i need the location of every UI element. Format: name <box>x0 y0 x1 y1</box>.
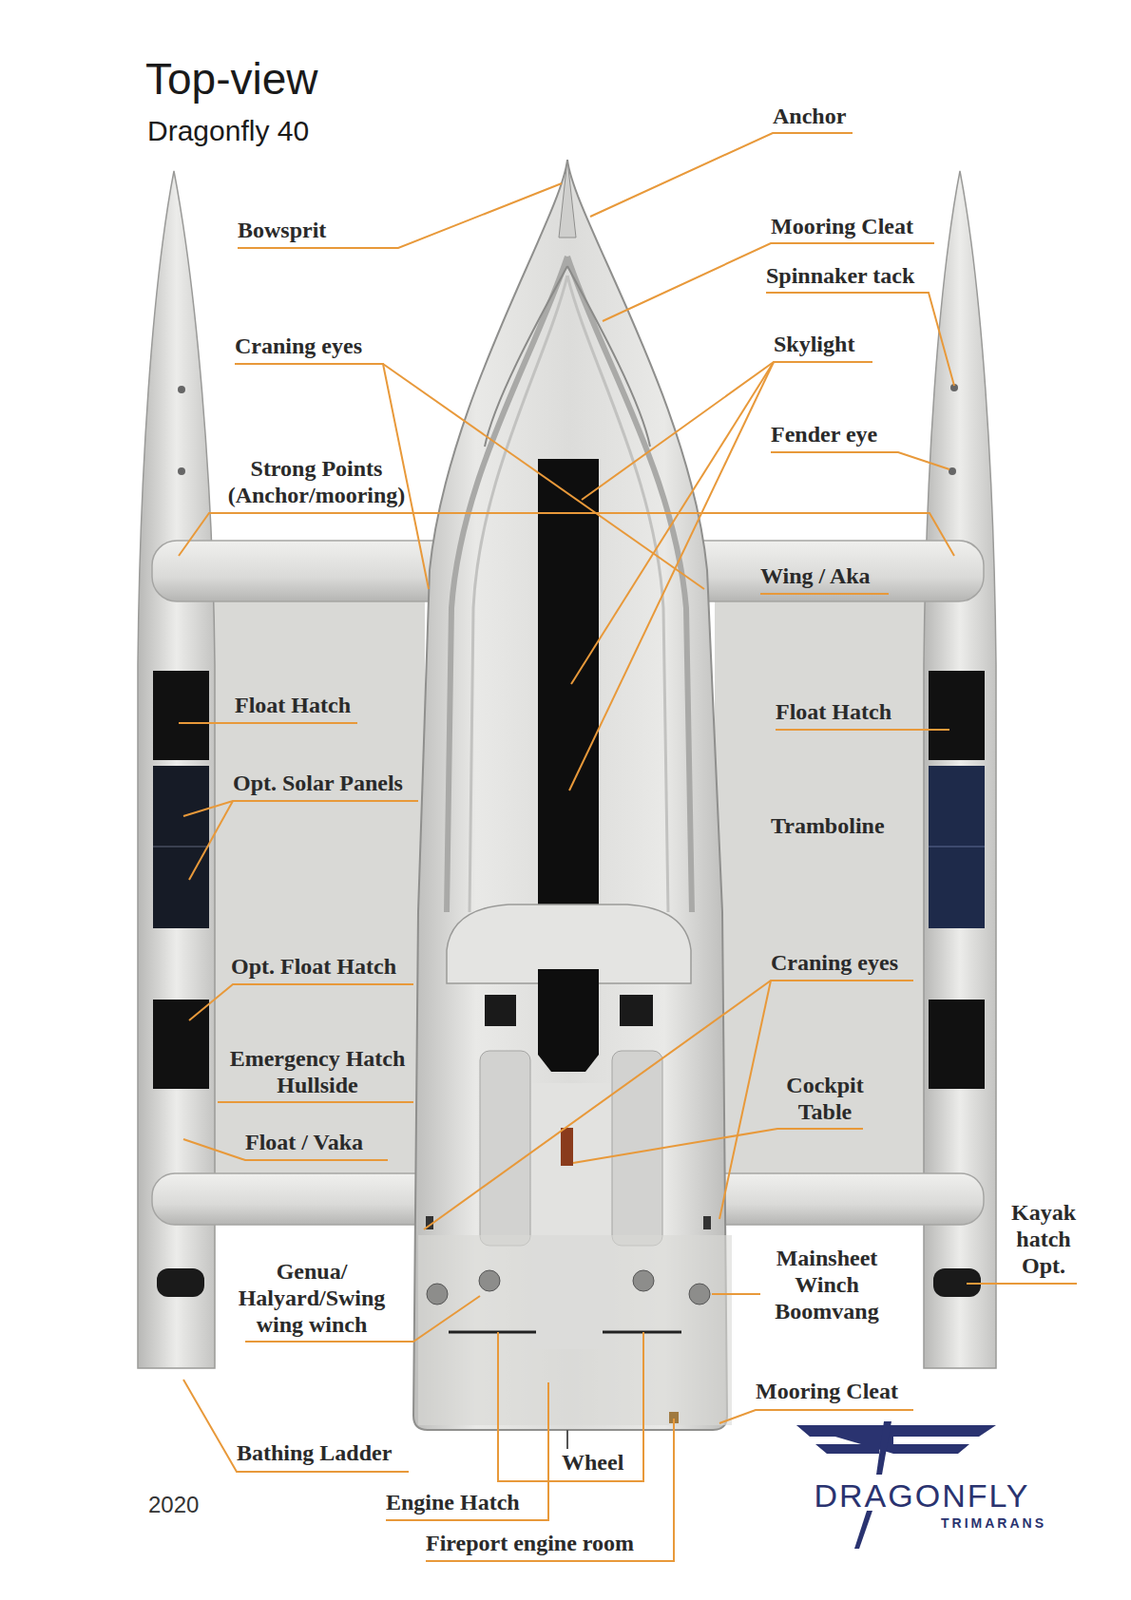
part-label: Tramboline <box>770 812 885 840</box>
part-label: Float Hatch <box>775 698 892 726</box>
part-label: Mainsheet Winch Boomvang <box>765 1245 889 1325</box>
part-label: Wing / Aka <box>760 562 871 590</box>
part-label: Cockpit Table <box>777 1072 873 1126</box>
part-label: Craning eyes <box>234 332 363 360</box>
part-label: Fireport engine room <box>425 1530 634 1557</box>
part-label: Genua/ Halyard/Swing wing winch <box>226 1258 398 1339</box>
title: Top-view <box>145 53 319 105</box>
part-label: Mooring Cleat <box>770 212 914 240</box>
part-label: Float / Vaka <box>245 1129 364 1156</box>
part-label: Float Hatch <box>234 691 351 719</box>
part-label: Craning eyes <box>770 949 899 977</box>
part-label: Skylight <box>773 330 855 358</box>
part-label: Bowsprit <box>237 216 326 244</box>
part-label: Wheel <box>561 1449 624 1477</box>
part-label: Mooring Cleat <box>755 1378 899 1405</box>
part-label: Spinnaker tack <box>766 262 915 289</box>
brand-subtitle: TRIMARANS <box>940 1514 1047 1533</box>
part-label: Bathing Ladder <box>236 1439 392 1467</box>
part-label: Opt. Float Hatch <box>230 953 397 980</box>
part-label: Anchor <box>772 102 846 130</box>
part-label: Opt. Solar Panels <box>232 769 403 797</box>
part-label: Strong Points (Anchor/mooring) <box>202 455 431 509</box>
subtitle: Dragonfly 40 <box>147 114 309 149</box>
part-label: Engine Hatch <box>385 1489 520 1516</box>
leader-lines <box>178 133 1077 1562</box>
part-label: Emergency Hatch Hullside <box>217 1045 418 1099</box>
brand-name: DRAGONFLY <box>788 1476 1055 1515</box>
part-label: Kayak hatch Opt. <box>1005 1199 1082 1280</box>
year-label: 2020 <box>148 1492 199 1519</box>
part-label: Fender eye <box>770 421 878 448</box>
